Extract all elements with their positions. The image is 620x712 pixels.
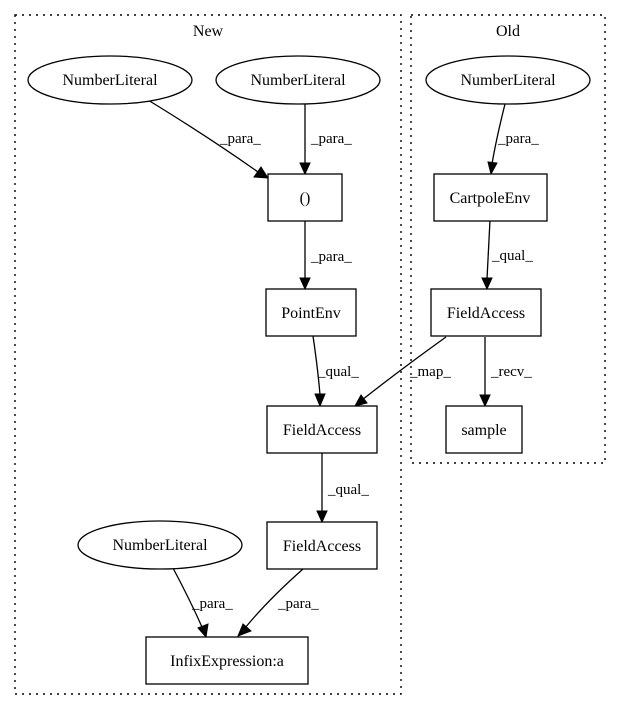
svg-text:_map_: _map_ <box>409 364 451 380</box>
svg-text:sample: sample <box>461 422 506 439</box>
svg-text:NumberLiteral: NumberLiteral <box>460 72 556 89</box>
svg-text:_qual_: _qual_ <box>491 248 533 264</box>
svg-text:NumberLiteral: NumberLiteral <box>112 537 208 554</box>
node-field-access-1[interactable]: FieldAccess <box>266 405 378 454</box>
edge-oldnum-to-cartpole: _para_ <box>487 103 539 176</box>
node-paren-expression[interactable]: () <box>267 173 343 222</box>
edge-oldfieldaccess-to-sample: _recv_ <box>479 337 532 408</box>
node-field-access-2[interactable]: FieldAccess <box>266 521 378 570</box>
svg-text:_para_: _para_ <box>497 131 539 147</box>
svg-text:_para_: _para_ <box>310 249 352 265</box>
svg-text:NumberLiteral: NumberLiteral <box>250 72 346 89</box>
cluster-old: Old <box>410 14 606 464</box>
svg-text:_qual_: _qual_ <box>317 364 359 380</box>
edge-oldfieldaccess-to-fieldaccess1-map: _map_ <box>354 336 451 407</box>
edge-num2-to-paren: _para_ <box>299 104 352 176</box>
svg-text:PointEnv: PointEnv <box>281 305 341 322</box>
svg-text:FieldAccess: FieldAccess <box>283 422 361 439</box>
edge-num1-to-paren: _para_ <box>147 99 269 179</box>
node-cartpole-env[interactable]: CartpoleEnv <box>433 173 548 222</box>
node-old-number-literal[interactable]: NumberLiteral <box>425 55 591 105</box>
svg-text:_recv_: _recv_ <box>490 364 532 380</box>
edge-cartpole-to-oldfieldaccess: _qual_ <box>481 219 533 291</box>
cluster-new-label: New <box>193 23 224 40</box>
cluster-new: New <box>14 14 402 695</box>
svg-text:_para_: _para_ <box>219 131 261 147</box>
svg-text:FieldAccess: FieldAccess <box>447 305 525 322</box>
edge-paren-to-pointenv: _para_ <box>299 221 352 291</box>
svg-text:FieldAccess: FieldAccess <box>283 538 361 555</box>
edge-num3-to-infix: _para_ <box>172 567 233 639</box>
node-infix-expression[interactable]: InfixExpression:a <box>145 636 309 685</box>
node-number-literal-1[interactable]: NumberLiteral <box>27 55 193 105</box>
svg-text:_qual_: _qual_ <box>327 482 369 498</box>
svg-text:CartpoleEnv: CartpoleEnv <box>450 190 531 207</box>
cluster-new-border <box>14 14 402 695</box>
node-number-literal-2[interactable]: NumberLiteral <box>215 55 381 105</box>
edge-fieldaccess2-to-infix: _para_ <box>237 568 319 637</box>
cluster-old-label: Old <box>496 23 520 40</box>
svg-text:_para_: _para_ <box>277 596 319 612</box>
svg-text:NumberLiteral: NumberLiteral <box>62 72 158 89</box>
node-pointenv[interactable]: PointEnv <box>265 288 357 337</box>
node-old-field-access[interactable]: FieldAccess <box>430 288 542 337</box>
edge-fieldaccess1-to-fieldaccess2: _qual_ <box>316 453 369 524</box>
svg-text:_para_: _para_ <box>191 596 233 612</box>
edge-pointenv-to-fieldaccess1: _qual_ <box>312 335 359 408</box>
node-sample[interactable]: sample <box>445 405 523 454</box>
svg-text:_para_: _para_ <box>310 131 352 147</box>
node-number-literal-3[interactable]: NumberLiteral <box>77 520 243 570</box>
svg-text:(): () <box>300 190 311 207</box>
svg-text:InfixExpression:a: InfixExpression:a <box>170 653 284 670</box>
